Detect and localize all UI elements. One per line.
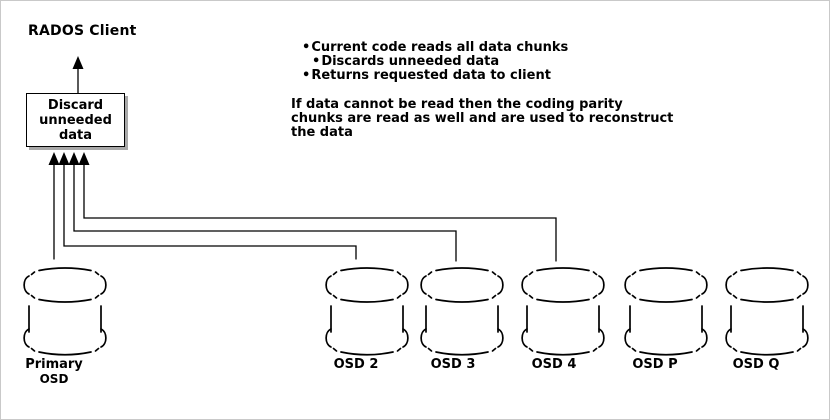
bullet-icon: • [312, 54, 321, 69]
arrow-from-osd-4 [78, 152, 557, 262]
osd-cylinder-icon [624, 267, 708, 356]
notes-bullet-list: •Current code reads all data chunks •Dis… [302, 41, 568, 83]
bullet-item: •Discards unneeded data [312, 55, 568, 69]
osd-label-4: OSD 4 [531, 357, 577, 372]
discard-box-line: data [58, 127, 93, 143]
arrow-from-osd-1 [48, 152, 60, 260]
bullet-item: •Returns requested data to client [302, 69, 568, 83]
bullet-text: Returns requested data to client [311, 68, 551, 83]
rados-client-label: RADOS Client [28, 23, 137, 39]
osd-cylinder-icon [725, 267, 809, 356]
osd-cylinder-icon [325, 267, 409, 356]
bullet-text: Current code reads all data chunks [311, 40, 569, 55]
osd-label-3: OSD 3 [430, 357, 476, 372]
note-line: the data [291, 125, 353, 140]
arrowhead-up-icon [78, 152, 90, 165]
bullet-item: •Current code reads all data chunks [302, 41, 568, 55]
arrow-to-client [72, 56, 84, 94]
osd-cylinder-icon [420, 267, 504, 356]
osd-label-2: OSD 2 [333, 357, 379, 372]
osd-label-q: OSD Q [732, 357, 780, 372]
arrowhead-up-icon [48, 152, 60, 165]
bullet-text: Discards unneeded data [321, 54, 500, 69]
arrowhead-up-icon [72, 56, 84, 69]
osd-sublabel-text: OSD [39, 372, 69, 386]
discard-box-line: Discard [47, 97, 104, 113]
note-line: chunks are read as well and are used to … [291, 111, 674, 126]
arrow-from-osd-3 [68, 152, 457, 262]
osd-label-primary: Primary OSD [9, 358, 99, 386]
osd-label-p: OSD P [632, 357, 678, 372]
osd-label-text: Primary [25, 357, 83, 372]
arrow-from-osd-2 [58, 152, 357, 260]
arrowhead-up-icon [58, 152, 70, 165]
arrowhead-up-icon [68, 152, 80, 165]
osd-cylinder-icon [23, 267, 107, 356]
osd-cylinder-icon [521, 267, 605, 356]
discard-box-line: unneeded [39, 112, 112, 128]
bullet-icon: • [302, 68, 311, 83]
discard-box: Discard unneeded data [26, 93, 125, 147]
note-line: If data cannot be read then the coding p… [291, 97, 623, 112]
recovery-note: If data cannot be read then the coding p… [291, 98, 673, 140]
bullet-icon: • [302, 40, 311, 55]
